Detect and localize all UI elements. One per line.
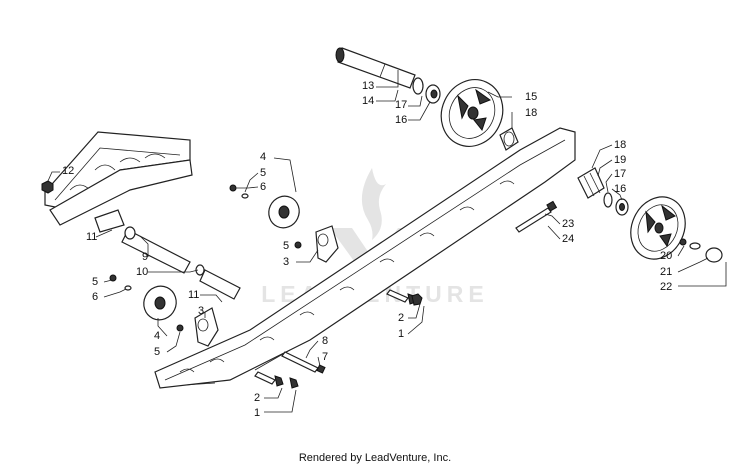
left-bogie-wheel — [143, 285, 177, 321]
callout-labels: 13 14 17 16 15 18 12 4 5 6 18 19 17 16 1… — [62, 80, 672, 419]
callout-1: 1 — [254, 407, 260, 419]
callout-5: 5 — [154, 346, 160, 358]
callout-17: 17 — [614, 168, 626, 180]
callout-18: 18 — [614, 139, 626, 151]
callout-18: 18 — [525, 107, 537, 119]
upper-snap-ring-and-bearing — [412, 77, 441, 104]
left-wheel-bracket — [176, 307, 219, 347]
callout-22: 22 — [660, 281, 672, 293]
callout-17: 17 — [395, 99, 407, 111]
callout-8: 8 — [322, 335, 328, 347]
left-wheel-washer — [109, 274, 132, 291]
upper-idler-wheel — [440, 79, 504, 147]
rear-wheel-hub-spacer — [577, 167, 605, 199]
front-cross-shaft — [94, 209, 205, 276]
callout-5: 5 — [260, 167, 266, 179]
callout-6: 6 — [92, 291, 98, 303]
callout-3: 3 — [283, 256, 289, 268]
callout-11: 11 — [86, 231, 97, 243]
callout-4: 4 — [260, 151, 266, 163]
rendered-by-footer: Rendered by LeadVenture, Inc. — [298, 452, 452, 464]
middle-bogie-wheel — [268, 195, 300, 229]
callout-10: 10 — [136, 266, 148, 278]
callout-5: 5 — [92, 276, 98, 288]
center-bolt-nut — [411, 293, 423, 306]
callout-15: 15 — [525, 91, 537, 103]
callout-2: 2 — [398, 312, 404, 324]
rear-idler-wheel — [630, 196, 686, 260]
upper-wheel-hub-spacer — [499, 127, 519, 151]
callout-1: 1 — [398, 328, 404, 340]
nut — [41, 180, 54, 194]
callout-19: 19 — [614, 154, 626, 166]
left-slide-rail-rear — [49, 159, 193, 226]
callout-11: 11 — [188, 289, 199, 301]
callout-13: 13 — [362, 80, 374, 92]
middle-wheel-bracket — [294, 225, 339, 263]
rear-snap-ring-and-bearing — [603, 192, 629, 216]
callout-23: 23 — [562, 218, 574, 230]
rear-wheel-washer-bolt-cap — [679, 238, 723, 263]
callout-16: 16 — [614, 183, 626, 195]
callout-24: 24 — [562, 233, 574, 245]
rear-cross-shaft — [199, 269, 241, 300]
callout-7: 7 — [322, 351, 328, 363]
callout-9: 9 — [142, 251, 148, 263]
lower-bolt — [254, 371, 299, 389]
lower-short-bolt — [281, 351, 326, 374]
callout-5: 5 — [283, 240, 289, 252]
callout-2: 2 — [254, 392, 260, 404]
callout-12: 12 — [62, 165, 74, 177]
upper-axle-shaft — [335, 47, 416, 89]
main-slide-rail — [154, 127, 576, 389]
callout-4: 4 — [154, 330, 160, 342]
callout-21: 21 — [660, 266, 672, 278]
callout-16: 16 — [395, 114, 407, 126]
callout-20: 20 — [660, 250, 672, 262]
callout-3: 3 — [198, 305, 204, 317]
callout-14: 14 — [362, 95, 374, 107]
callout-leader-lines — [47, 70, 727, 413]
long-bolt — [515, 200, 558, 233]
callout-6: 6 — [260, 181, 266, 193]
